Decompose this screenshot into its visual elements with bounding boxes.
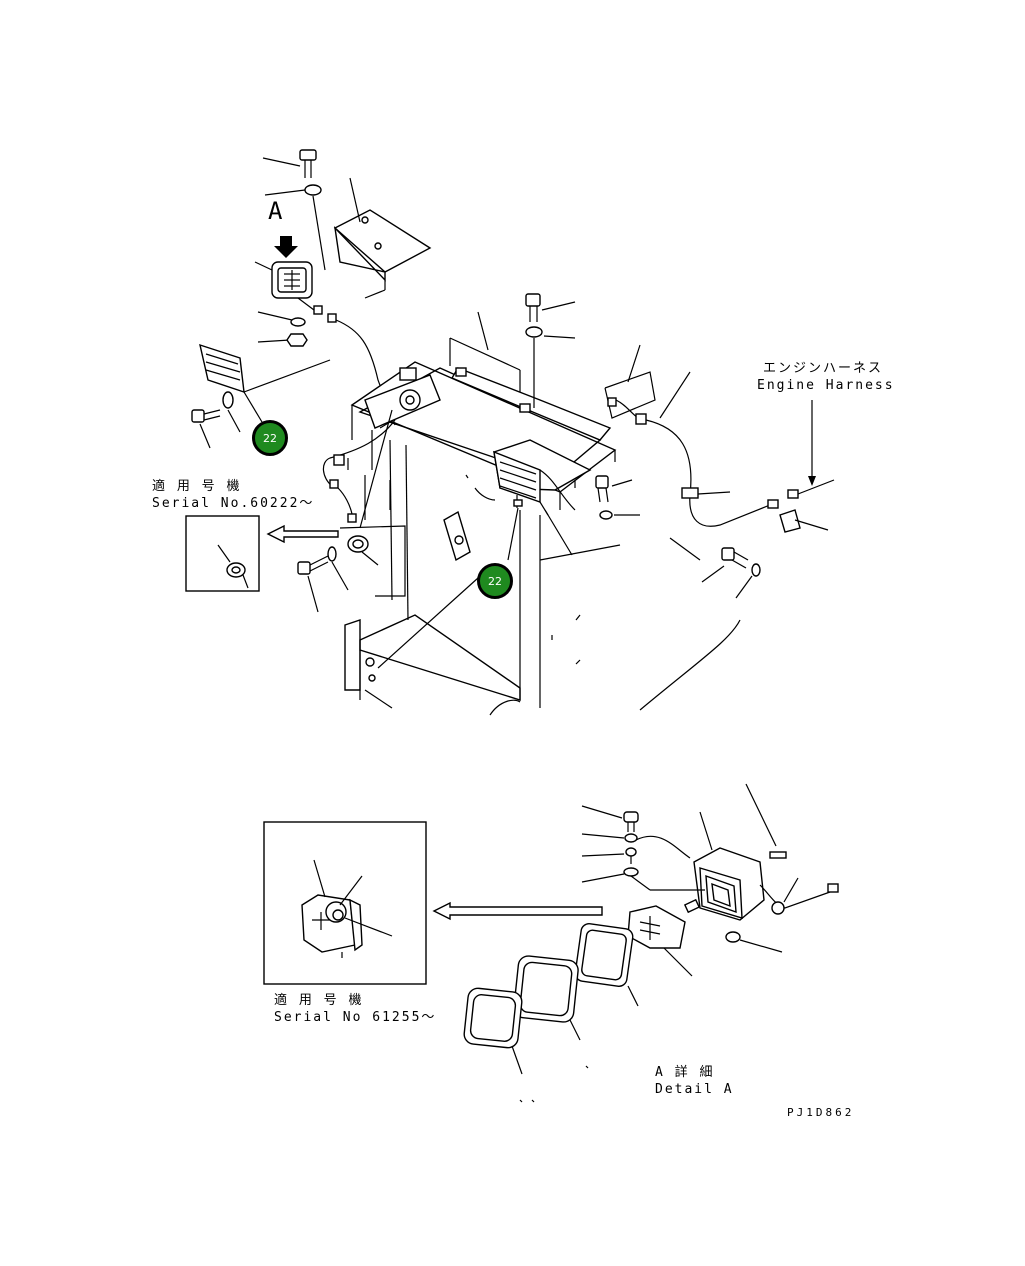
detail-a-gasket [574, 922, 639, 1007]
work-lamp-center [493, 439, 592, 561]
view-a-arrow [274, 236, 298, 258]
serial-61255-detail-box [263, 821, 427, 985]
drawing-id-label: PJ1D862 [787, 1106, 855, 1119]
applicable-serial-jp-label-1: 適 用 号 機 [152, 479, 242, 494]
guard-bolt [191, 391, 241, 449]
detail-a-lens [627, 905, 693, 977]
lamp-washer [257, 311, 306, 327]
serial-number-label-1: Serial No.60222～ [152, 496, 315, 511]
harness-right [604, 344, 835, 561]
center-bolt [595, 475, 640, 520]
serial-60222-detail-box [185, 515, 260, 592]
detail-a-screw [581, 847, 637, 864]
detail-a-rim [513, 955, 581, 1041]
detail-arrow-1 [266, 524, 339, 544]
engine-harness-jp-label: エンジンハーネス [763, 361, 884, 376]
reference-marker-22[interactable]: 22 [477, 563, 513, 599]
engine-harness-label: Engine Harness [757, 378, 895, 393]
lamp-nut [257, 333, 308, 347]
top-washer [264, 184, 326, 271]
detail-a-grommet [581, 867, 651, 891]
right-bolt [701, 547, 761, 599]
harness-left [322, 419, 396, 523]
mount-bolt [297, 546, 349, 613]
detail-arrow-2 [432, 901, 603, 921]
applicable-serial-jp-label-2: 適 用 号 機 [274, 993, 364, 1008]
upper-center-bolt [525, 293, 576, 408]
detail-a-label-plate [745, 783, 787, 859]
detail-a-washer [581, 833, 638, 843]
mount-bracket-detail [339, 409, 406, 597]
top-bolt [262, 149, 317, 178]
detail-a-label: Detail A [655, 1082, 734, 1097]
detail-a-jp-label: A 詳 細 [655, 1065, 715, 1080]
detail-a-bolt [581, 805, 639, 832]
detail-a-cover [463, 987, 523, 1075]
callout-a-letter: A [268, 197, 283, 225]
detail-a-lamp-housing [635, 811, 839, 953]
main-frame [344, 311, 741, 716]
serial-number-label-2: Serial No 61255～ [274, 1010, 437, 1025]
reference-marker-22[interactable]: 22 [252, 420, 288, 456]
lamp-guard-left [199, 343, 331, 423]
side-bracket [443, 474, 496, 562]
work-lamp-upper [254, 261, 396, 426]
lamp-bracket [333, 177, 432, 299]
